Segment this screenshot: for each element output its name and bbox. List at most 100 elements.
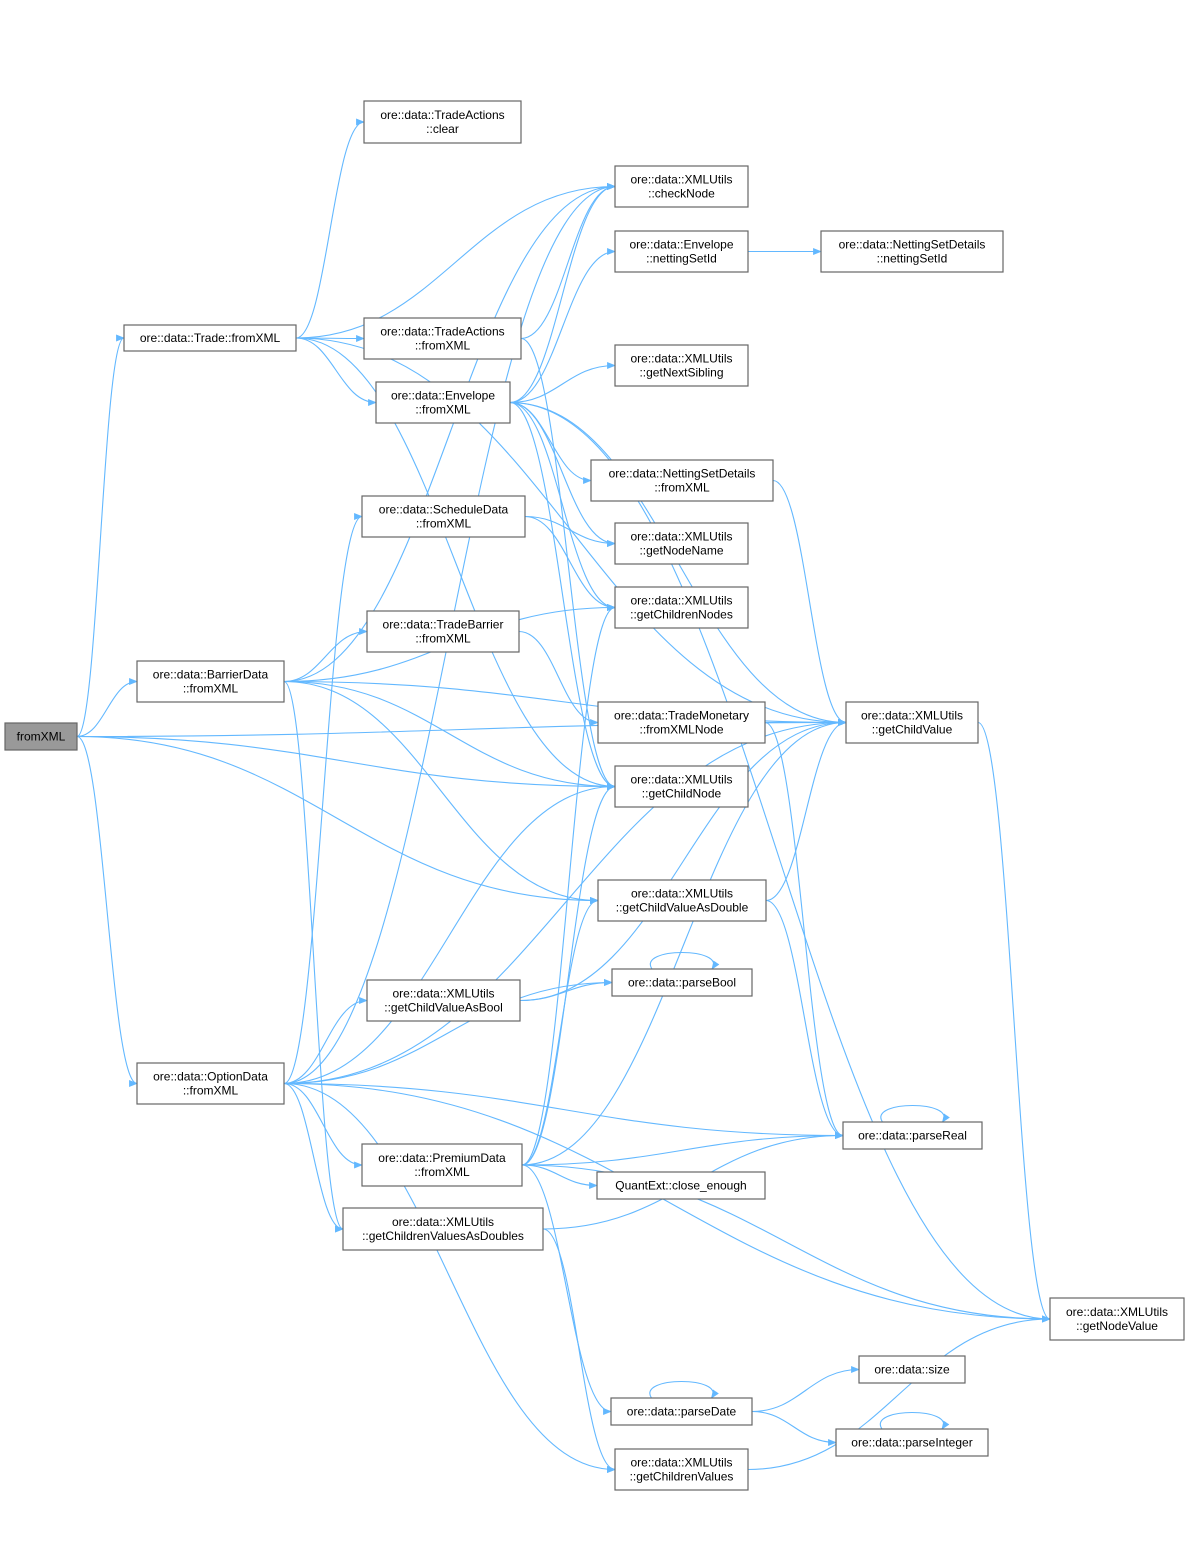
edge-trade-to-taclear [295, 118, 365, 339]
edge-envfrom-to-nextsib [509, 361, 616, 404]
edge-parsedate-to-size [751, 1365, 860, 1413]
node-label: ::getChildValueAsDouble [616, 901, 749, 915]
node-cvalues[interactable]: ore::data::XMLUtils::getChildrenValues [614, 1448, 749, 1491]
node-label: ore::data::XMLUtils [630, 773, 732, 787]
node-childvalue[interactable]: ore::data::XMLUtils::getChildValue [845, 701, 979, 744]
node-box [858, 1355, 966, 1384]
edge-barrier-to-childnode [283, 680, 616, 791]
node-box [614, 1448, 749, 1491]
edge-parseint-to-parseint [879, 1411, 950, 1430]
node-nodename[interactable]: ore::data::XMLUtils::getNodeName [614, 522, 749, 565]
node-nsdfrom[interactable]: ore::data::NettingSetDetails::fromXML [590, 459, 774, 502]
node-childnodes[interactable]: ore::data::XMLUtils::getChildrenNodes [614, 586, 749, 629]
node-label: ::fromXMLNode [639, 723, 723, 737]
node-label: ::fromXML [414, 1165, 470, 1179]
node-box [614, 344, 749, 387]
node-label: ore::data::BarrierData [153, 668, 269, 682]
edge-cvalues-to-nodevalue [747, 1315, 1051, 1471]
node-parsereal[interactable]: ore::data::parseReal [842, 1121, 983, 1150]
node-box [363, 317, 522, 360]
node-childnode[interactable]: ore::data::XMLUtils::getChildNode [614, 765, 749, 808]
node-label: ore::data::TradeBarrier [383, 618, 504, 632]
node-label: ore::data::Envelope [391, 389, 495, 403]
node-box [611, 968, 753, 997]
node-barrier[interactable]: ore::data::BarrierData::fromXML [136, 660, 285, 703]
edge-tmonetary-to-parsereal [764, 721, 844, 1139]
node-sched[interactable]: ore::data::ScheduleData::fromXML [361, 495, 526, 538]
node-size[interactable]: ore::data::size [858, 1355, 966, 1384]
edge-trade-to-envfrom [295, 337, 377, 407]
edge-premium-to-closeenough [521, 1164, 598, 1190]
node-box [361, 495, 526, 538]
node-label: ore::data::XMLUtils [630, 173, 732, 187]
node-parsedate[interactable]: ore::data::parseDate [610, 1397, 753, 1426]
edge-option-to-cvbool [283, 996, 368, 1085]
node-box [614, 522, 749, 565]
node-premium[interactable]: ore::data::PremiumData::fromXML [361, 1143, 523, 1187]
node-cvdouble[interactable]: ore::data::XMLUtils::getChildValueAsDoub… [597, 879, 767, 922]
node-nodevalue[interactable]: ore::data::XMLUtils::getNodeValue [1049, 1297, 1185, 1341]
edge-premium-to-parsedate [521, 1164, 612, 1415]
node-label: ::fromXML [416, 517, 472, 531]
edge-root-to-barrier [76, 677, 138, 738]
node-tbarrier[interactable]: ore::data::TradeBarrier::fromXML [366, 610, 520, 653]
node-label: ore::data::OptionData [153, 1070, 268, 1084]
node-envfrom[interactable]: ore::data::Envelope::fromXML [375, 381, 511, 424]
edge-envfrom-to-nodename [509, 401, 616, 547]
edge-cvbool-to-childvalue [519, 718, 847, 1002]
node-label: ::clear [426, 122, 459, 136]
node-nextsib[interactable]: ore::data::XMLUtils::getNextSibling [614, 344, 749, 387]
node-box [4, 722, 78, 751]
edge-cvsdoubles-to-cvalues [542, 1228, 616, 1473]
edge-trade-to-childnode [295, 337, 616, 790]
node-label: ore::data::XMLUtils [630, 352, 732, 366]
node-option[interactable]: ore::data::OptionData::fromXML [136, 1062, 285, 1105]
edge-barrier-to-cvsdoubles [283, 680, 344, 1233]
node-root[interactable]: fromXML [4, 722, 78, 751]
node-envnsid[interactable]: ore::data::Envelope::nettingSetId [614, 230, 749, 273]
node-tmonetary[interactable]: ore::data::TradeMonetary::fromXMLNode [597, 701, 766, 744]
node-label: ::getNextSibling [639, 366, 723, 380]
node-label: ::getChildrenValues [630, 1470, 734, 1484]
edge-envfrom-to-nsdfrom [509, 401, 592, 485]
node-label: ore::data::NettingSetDetails [609, 467, 756, 481]
edge-premium-to-cvdouble [521, 897, 599, 1166]
node-box [610, 1397, 753, 1426]
edge-tbarrier-to-tmonetary [518, 630, 599, 726]
edge-parsereal-to-parsereal [880, 1104, 950, 1123]
node-label: ore::data::TradeActions [380, 325, 504, 339]
node-box [597, 879, 767, 922]
node-label: ::checkNode [648, 187, 715, 201]
node-checknode[interactable]: ore::data::XMLUtils::checkNode [614, 165, 749, 208]
node-closeenough[interactable]: QuantExt::close_enough [596, 1171, 766, 1200]
node-tafrom[interactable]: ore::data::TradeActions::fromXML [363, 317, 522, 360]
node-box [842, 1121, 983, 1150]
edge-tafrom-to-childnode [520, 337, 616, 790]
node-label: ore::data::XMLUtils [1066, 1305, 1168, 1319]
node-box [363, 100, 522, 144]
node-cvbool[interactable]: ore::data::XMLUtils::getChildValueAsBool [366, 979, 521, 1022]
edge-option-to-parsereal [283, 1082, 844, 1140]
node-label: ::nettingSetId [646, 252, 717, 266]
node-cvsdoubles[interactable]: ore::data::XMLUtils::getChildrenValuesAs… [342, 1207, 544, 1251]
edge-sched-to-nodename [524, 515, 616, 548]
edge-sched-to-childnodes [524, 515, 616, 612]
node-label: ::fromXML [183, 1084, 239, 1098]
edge-premium-to-childvalue [521, 719, 847, 1166]
node-parsebool[interactable]: ore::data::parseBool [611, 968, 753, 997]
node-label: ore::data::parseReal [858, 1129, 967, 1143]
node-label: ore::data::parseBool [628, 976, 736, 990]
edge-tafrom-to-checknode [520, 183, 616, 340]
node-nsdnsid[interactable]: ore::data::NettingSetDetails::nettingSet… [820, 230, 1004, 273]
node-parseint[interactable]: ore::data::parseInteger [835, 1428, 989, 1457]
node-label: ::getNodeValue [1076, 1319, 1158, 1333]
node-taclear[interactable]: ore::data::TradeActions::clear [363, 100, 522, 144]
edge-option-to-cvalues [283, 1082, 616, 1473]
node-trade[interactable]: ore::data::Trade::fromXML [123, 324, 297, 352]
edge-root-to-trade [76, 334, 125, 738]
node-label: ore::data::XMLUtils [392, 987, 494, 1001]
node-label: ::fromXML [415, 632, 471, 646]
node-box [590, 459, 774, 502]
